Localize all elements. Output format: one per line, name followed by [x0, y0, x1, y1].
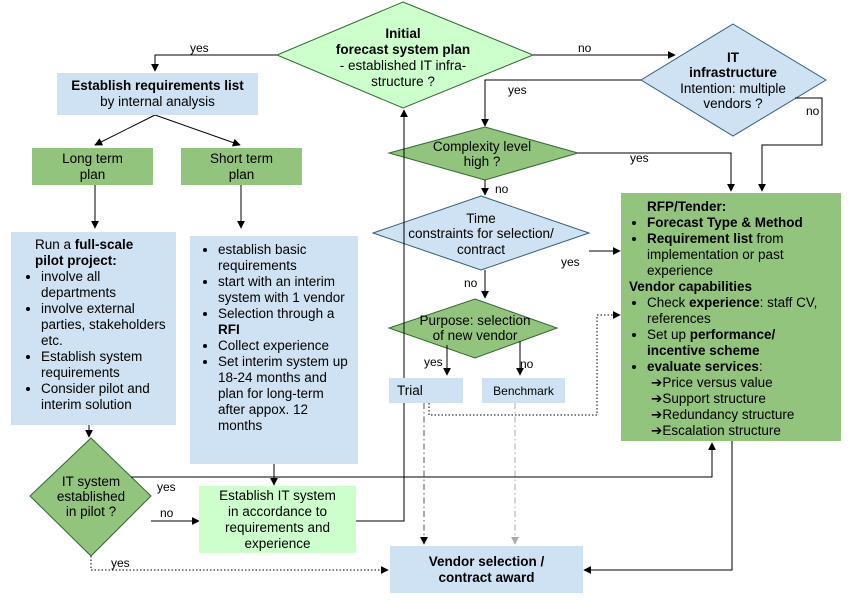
- time-line2: constraints for selection/: [408, 226, 554, 241]
- purpose-diamond: [387, 298, 559, 359]
- edge-label-yes-pilot: yes: [157, 480, 176, 494]
- short-term-line1: Short term: [209, 150, 274, 166]
- infra-line2: infrastructure: [689, 65, 777, 80]
- infra-line3: Intention: multiple: [680, 81, 786, 96]
- edge-label-no-complexity: no: [495, 182, 509, 196]
- edge-label-no-pilot: no: [160, 506, 174, 520]
- trial-label: Trial: [397, 382, 423, 398]
- edge-label-no-purpose: no: [520, 357, 534, 371]
- rfp-title: RFP/Tender:: [647, 199, 727, 214]
- complexity-line1: Complexity level: [433, 139, 531, 154]
- edge-label-no-initial: no: [578, 41, 592, 55]
- short-item: Set interim system up 18-24 months and p…: [218, 354, 352, 434]
- service-item: ➔Escalation structure: [651, 423, 781, 438]
- initial-plan-diamond: [275, 1, 535, 109]
- edge-label-yes-complexity: yes: [630, 151, 649, 165]
- edge-label-no-time: no: [464, 276, 478, 290]
- edge-label-yes-purpose: yes: [424, 355, 443, 369]
- pilot-q-line3: in pilot ?: [66, 504, 116, 519]
- rfp-list-1: Forecast Type & Method Requirement list …: [629, 215, 835, 279]
- establish-it-line4: experience: [244, 535, 311, 551]
- vendor-selection-line1: Vendor selection /: [428, 553, 545, 569]
- vendor-selection-line2: contract award: [438, 569, 535, 585]
- short-item: Selection through a RFI: [218, 306, 352, 338]
- short-term-line2: plan: [228, 166, 255, 182]
- short-item: Collect experience: [218, 338, 352, 354]
- establish-it-line2: in accordance to: [227, 503, 328, 519]
- long-term-line2: plan: [79, 166, 106, 182]
- arrow-right-icon: ➔: [651, 375, 663, 390]
- requirements-box: Establish requirements list by internal …: [57, 73, 258, 115]
- short-item: establish basic requirements: [218, 242, 352, 274]
- pilot-item: involve all departments: [41, 269, 170, 301]
- arrow-right-icon: ➔: [651, 423, 663, 438]
- rfp-services-list: ➔Price versus value ➔Support structure ➔…: [629, 375, 835, 439]
- rfp-list-2: Check experience: staff CV, references S…: [629, 295, 835, 375]
- benchmark-label: Benchmark: [493, 383, 554, 398]
- short-item: start with an interim system with 1 vend…: [218, 274, 352, 306]
- rfp-item: Requirement list from implementation or …: [647, 231, 835, 279]
- time-line3: contract: [457, 242, 505, 257]
- it-infrastructure-diamond: [640, 23, 827, 137]
- rfp-item: Check experience: staff CV, references: [647, 295, 835, 327]
- edge-label-yes-dotted: yes: [111, 556, 130, 570]
- vendor-selection-box: Vendor selection / contract award: [390, 546, 583, 593]
- initial-sub-line2: structure ?: [371, 74, 435, 89]
- service-item: ➔Price versus value: [651, 375, 773, 390]
- purpose-line2: of new vendor: [433, 328, 518, 343]
- pilot-item: involve external parties, stakeholders e…: [41, 301, 170, 349]
- benchmark-box: Benchmark: [482, 378, 565, 403]
- initial-title-line2: forecast system plan: [336, 42, 470, 57]
- rfp-item: Forecast Type & Method: [647, 215, 835, 231]
- establish-it-box: Establish IT system in accordance to req…: [199, 486, 356, 553]
- initial-title-line1: Initial: [385, 26, 420, 41]
- short-term-list: establish basic requirements start with …: [196, 242, 352, 434]
- pilot-item: Consider pilot and interim solution: [41, 381, 170, 413]
- arrow-right-icon: ➔: [651, 407, 663, 422]
- establish-it-line3: requirements and: [224, 519, 331, 535]
- pilot-item: Establish system requirements: [41, 349, 170, 381]
- pilot-q-line2: established: [57, 489, 125, 504]
- purpose-line1: Purpose: selection: [419, 313, 530, 328]
- establish-it-line1: Establish IT system: [219, 487, 336, 503]
- rfp-item: Set up performance/ incentive scheme: [647, 327, 835, 359]
- pilot-q-line1: IT system: [62, 474, 120, 489]
- pilot-project-box: Run a full-scale pilot project: involve …: [11, 232, 176, 425]
- edge-label-yes-infra: yes: [508, 83, 527, 97]
- pilot-intro: Run a full-scale pilot project:: [35, 237, 134, 268]
- infra-line1: IT: [727, 50, 740, 65]
- pilot-list: involve all departments involve external…: [19, 269, 170, 413]
- rfp-item: evaluate services:: [647, 359, 835, 375]
- edge-label-yes-time: yes: [561, 255, 580, 269]
- rfp-tender-box: RFP/Tender: Forecast Type & Method Requi…: [621, 193, 841, 441]
- edge-label-yes-initial: yes: [190, 41, 209, 55]
- trial-box: Trial: [389, 378, 463, 403]
- complexity-line2: high ?: [464, 154, 501, 169]
- long-term-line1: Long term: [62, 150, 123, 166]
- service-item: ➔Support structure: [651, 391, 766, 406]
- initial-sub-line1: - established IT infra-: [340, 58, 467, 73]
- requirements-title: Establish requirements list: [71, 78, 244, 93]
- long-term-plan-box: Long term plan: [32, 148, 153, 185]
- rfp-capabilities-title: Vendor capabilities: [629, 279, 753, 294]
- service-item: ➔Redundancy structure: [651, 407, 795, 422]
- requirements-sub: by internal analysis: [100, 94, 215, 109]
- short-term-plan-box: Short term plan: [181, 148, 302, 185]
- short-term-list-box: establish basic requirements start with …: [190, 236, 358, 464]
- time-line1: Time: [466, 211, 496, 226]
- time-constraints-diamond: [371, 195, 591, 271]
- arrow-right-icon: ➔: [651, 391, 663, 406]
- edge-label-no-infra: no: [806, 104, 820, 118]
- infra-line4: vendors ?: [703, 96, 762, 111]
